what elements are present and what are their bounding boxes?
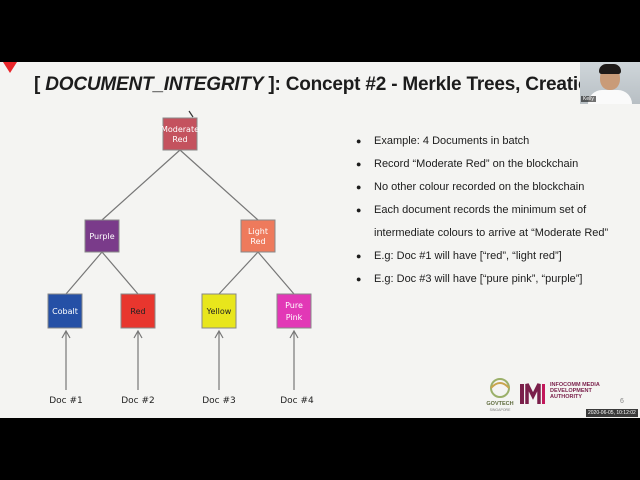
svg-text:Light: Light [248,227,268,236]
svg-text:Pure: Pure [285,301,303,310]
svg-text:Cobalt: Cobalt [52,307,78,316]
node-cobalt: Cobalt [47,293,83,329]
node-light-red: Light Red [240,219,276,253]
merkle-tree-diagram: Moderate Red Purple Light Red Cobalt Red… [47,110,314,406]
svg-text:Red: Red [172,135,187,144]
webcam-name: Kelly [581,96,596,102]
cursor-mark-icon [188,110,194,118]
corner-marker-icon [3,62,17,73]
page-number: 6 [620,398,624,405]
webcam-overlay: Kelly [580,62,640,104]
edge-lightred-yellow [218,251,259,295]
title-bracket: [ [34,74,46,95]
imda-text: INFOCOMM MEDIA DEVELOPMENT AUTHORITY [550,382,600,400]
svg-text:Purple: Purple [89,232,114,241]
edge-purple-red [101,251,139,295]
bullet-item: Record “Moderate Red” on the blockchain [356,153,626,176]
title-italic: DOCUMENT_INTEGRITY [45,74,264,95]
edge-root-left [101,149,181,221]
edge-root-right [179,149,259,221]
svg-text:GOVTECH: GOVTECH [486,401,513,407]
node-yellow: Yellow [201,293,237,329]
bullet-item: E.g: Doc #1 will have [“red”, “light red… [356,245,626,268]
imda-mark-icon [520,383,545,404]
doc-label-2: Doc #2 [121,396,155,406]
timestamp: 2020-06-05, 10:12:02 [586,409,638,417]
svg-text:Pink: Pink [286,313,303,322]
slide: [ DOCUMENT_INTEGRITY ]: Concept #2 - Mer… [0,62,640,418]
doc-label-4: Doc #4 [280,396,314,406]
title-rest: ]: Concept #2 - Merkle Trees, Creation [263,74,601,95]
edge-purple-cobalt [65,251,103,295]
imda-logo: INFOCOMM MEDIA DEVELOPMENT AUTHORITY [520,380,620,410]
slide-title: [ DOCUMENT_INTEGRITY ]: Concept #2 - Mer… [34,74,601,96]
svg-text:Yellow: Yellow [206,307,232,316]
node-pure-pink: Pure Pink [276,293,312,329]
bullet-item: No other colour recorded on the blockcha… [356,176,626,199]
node-red: Red [120,293,156,329]
govtech-logo: GOVTECH SINGAPORE [486,378,514,412]
doc-label-1: Doc #1 [49,396,83,406]
svg-text:Red: Red [130,307,145,316]
bullet-item: Each document records the minimum set of… [356,199,626,245]
bullet-item: E.g: Doc #3 will have [“pure pink”, “pur… [356,268,626,291]
node-purple: Purple [84,219,120,253]
svg-text:Moderate: Moderate [161,125,199,134]
edge-lightred-purepink [257,251,295,295]
svg-text:Red: Red [250,237,265,246]
svg-text:SINGAPORE: SINGAPORE [490,408,511,412]
bullet-list: Example: 4 Documents in batch Record “Mo… [356,130,626,291]
node-root: Moderate Red [161,117,199,151]
bullet-item: Example: 4 Documents in batch [356,130,626,153]
doc-label-3: Doc #3 [202,396,236,406]
